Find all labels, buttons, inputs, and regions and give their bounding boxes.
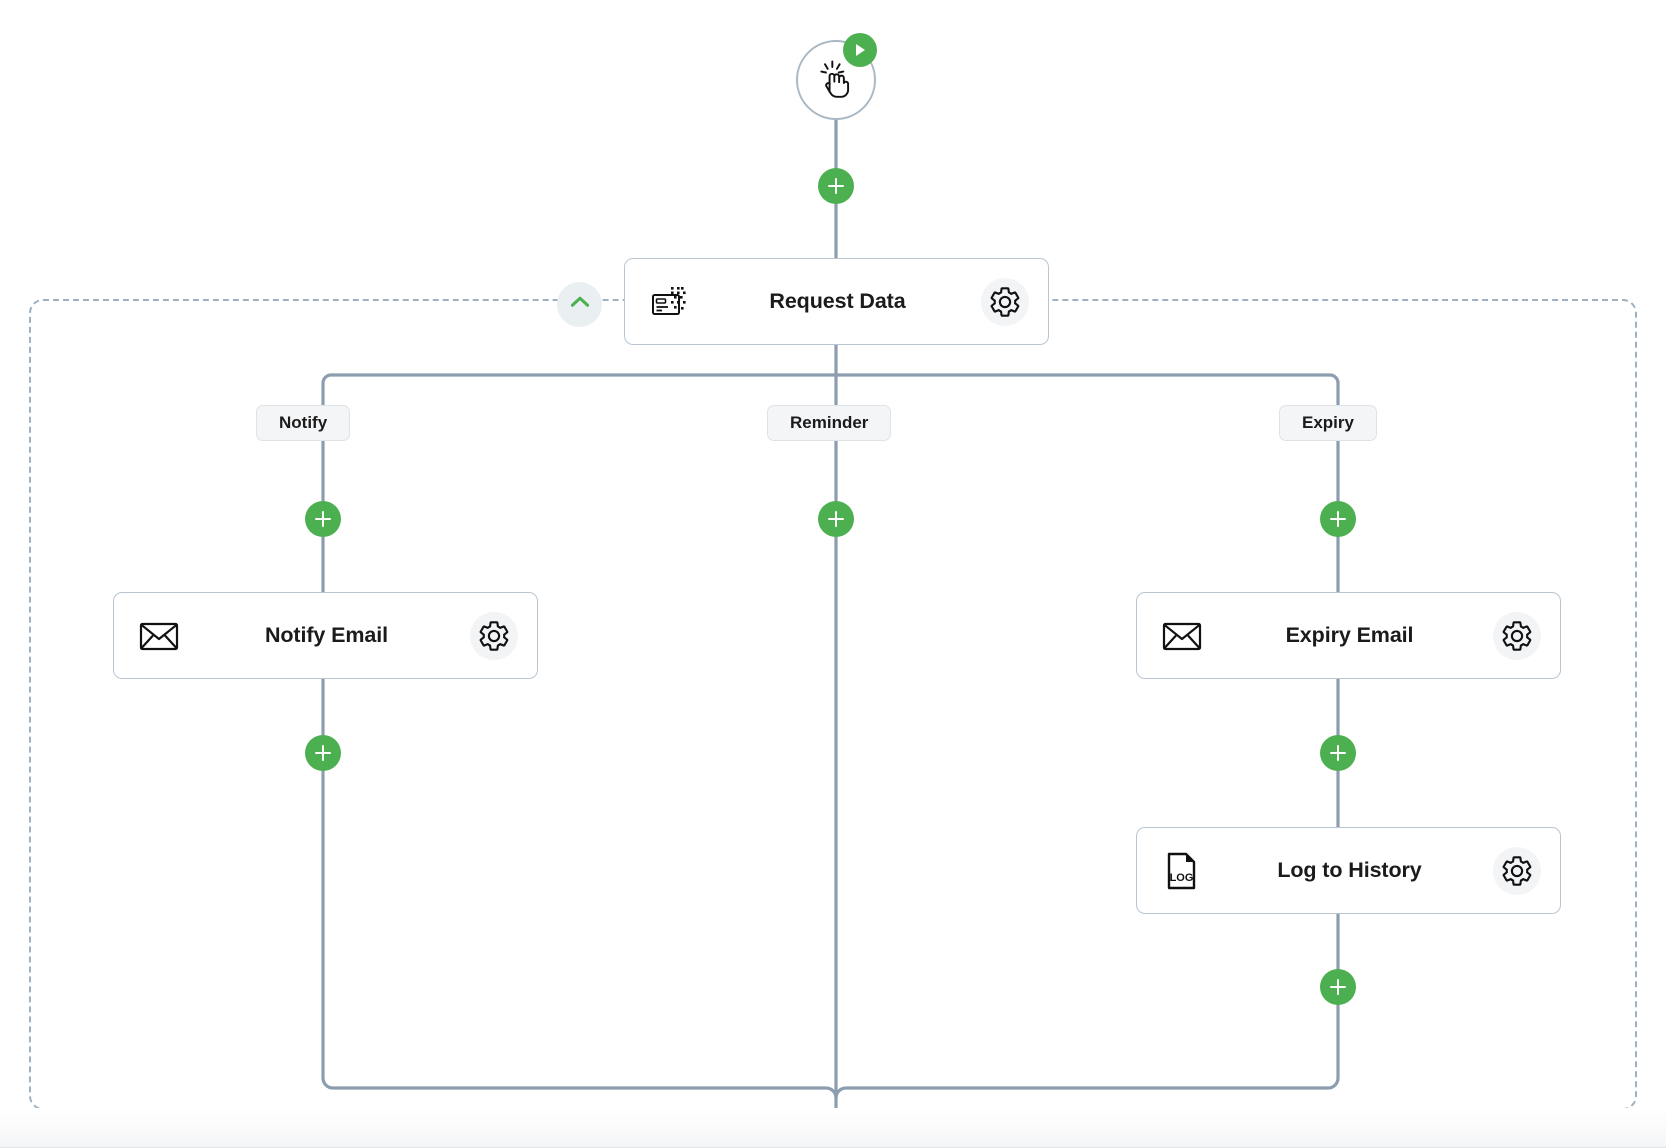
add-notify-branch-button[interactable]: [305, 501, 341, 537]
svg-text:LOG: LOG: [1170, 872, 1194, 884]
node-request-data[interactable]: Request Data: [624, 258, 1049, 345]
branch-label-expiry[interactable]: Expiry: [1279, 405, 1377, 441]
node-title: Request Data: [769, 289, 906, 313]
branch-label-text: Reminder: [790, 413, 869, 432]
hand-click-icon: [814, 56, 858, 105]
node-expiry-email[interactable]: Expiry Email: [1136, 592, 1561, 679]
node-log-to-history[interactable]: LOG Log to History: [1136, 827, 1561, 914]
add-after-log-button[interactable]: [1320, 969, 1356, 1005]
add-after-trigger-button[interactable]: [818, 168, 854, 204]
branch-label-text: Expiry: [1302, 413, 1354, 432]
node-title: Notify Email: [264, 623, 389, 647]
branch-label-notify[interactable]: Notify: [256, 405, 351, 441]
add-expiry-branch-button[interactable]: [1320, 501, 1356, 537]
add-after-notify-email-button[interactable]: [305, 735, 341, 771]
canvas-bottom-edge: [0, 1108, 1666, 1148]
collapse-group-button[interactable]: [557, 282, 602, 327]
gear-icon[interactable]: [463, 593, 525, 678]
branch-label-text: Notify: [279, 413, 328, 432]
envelope-icon: [1151, 593, 1213, 678]
node-title: Expiry Email: [1285, 623, 1414, 647]
chevron-up-icon: [567, 289, 593, 320]
envelope-icon: [128, 593, 190, 678]
node-notify-email[interactable]: Notify Email: [113, 592, 538, 679]
gear-icon[interactable]: [1486, 828, 1548, 913]
data-card-icon: [639, 259, 701, 344]
add-after-expiry-email-button[interactable]: [1320, 735, 1356, 771]
manual-trigger-node[interactable]: [796, 40, 876, 120]
gear-icon[interactable]: [1486, 593, 1548, 678]
branch-label-reminder[interactable]: Reminder: [767, 405, 892, 441]
log-document-icon: LOG: [1151, 828, 1213, 913]
play-icon[interactable]: [843, 33, 877, 67]
gear-icon[interactable]: [974, 259, 1036, 344]
node-title: Log to History: [1277, 858, 1422, 882]
add-reminder-branch-button[interactable]: [818, 501, 854, 537]
